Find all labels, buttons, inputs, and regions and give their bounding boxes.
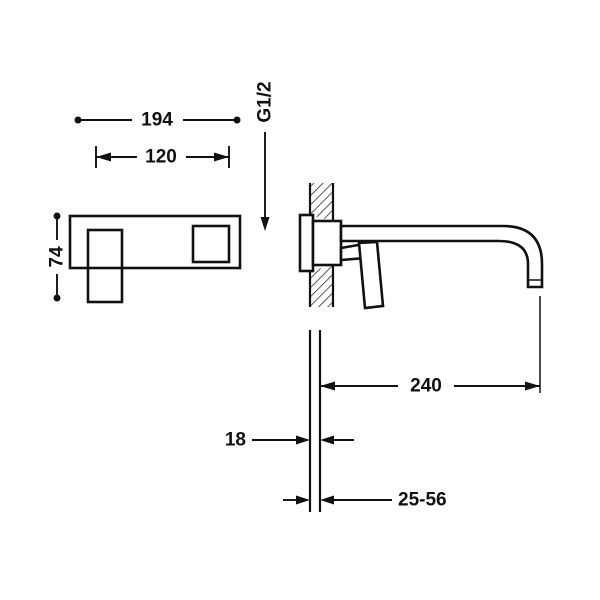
wall-reference-lines (308, 330, 322, 512)
dim-74-label: 74 (47, 246, 68, 268)
dim-120-arrow-left (96, 152, 111, 162)
dimension-height: 74 (47, 212, 68, 302)
dim-18-label: 18 (225, 430, 246, 451)
dim-240-label: 240 (410, 376, 442, 397)
dimension-total-width: 194 (74, 110, 241, 131)
dim-25-56-label: 25-56 (398, 490, 447, 511)
thread-callout: G1/2 (255, 81, 276, 231)
wall-hatch-bottom (310, 265, 333, 307)
dim-18-arrow-left (296, 435, 310, 445)
handle-lever-outline (357, 240, 385, 310)
thread-leader-arrow (260, 217, 270, 231)
dim-25-56-arrow-right (320, 495, 334, 505)
side-plate-outline (298, 213, 315, 273)
spout-outline (339, 224, 544, 289)
dim-25-56-arrow-left (296, 495, 310, 505)
dim-240-arrow-left (320, 381, 335, 391)
thread-label: G1/2 (255, 81, 276, 122)
dim-74-dot-top (53, 212, 61, 220)
side-body-outline (311, 219, 343, 267)
front-view (68, 214, 242, 304)
dim-194-dot-left (74, 116, 82, 124)
front-spout-escutcheon-outline (191, 224, 231, 264)
dimension-spout-projection: 240 (320, 296, 541, 397)
dim-194-label: 194 (141, 110, 173, 131)
dim-120-arrow-right (214, 152, 229, 162)
dimension-centers: 120 (95, 146, 230, 168)
dim-194-dot-right (233, 116, 241, 124)
dim-18-arrow-right (320, 435, 334, 445)
side-view (298, 183, 544, 310)
dimension-plate-depth: 18 (225, 430, 354, 451)
dim-120-label: 120 (145, 147, 177, 168)
front-plate-outline (68, 214, 242, 270)
dim-74-dot-bottom (53, 294, 61, 302)
dimension-wall-range: 25-56 (283, 490, 447, 511)
wall-hatch-top (310, 183, 333, 221)
dim-240-arrow-right (525, 381, 540, 391)
front-handle-outline (86, 228, 124, 304)
